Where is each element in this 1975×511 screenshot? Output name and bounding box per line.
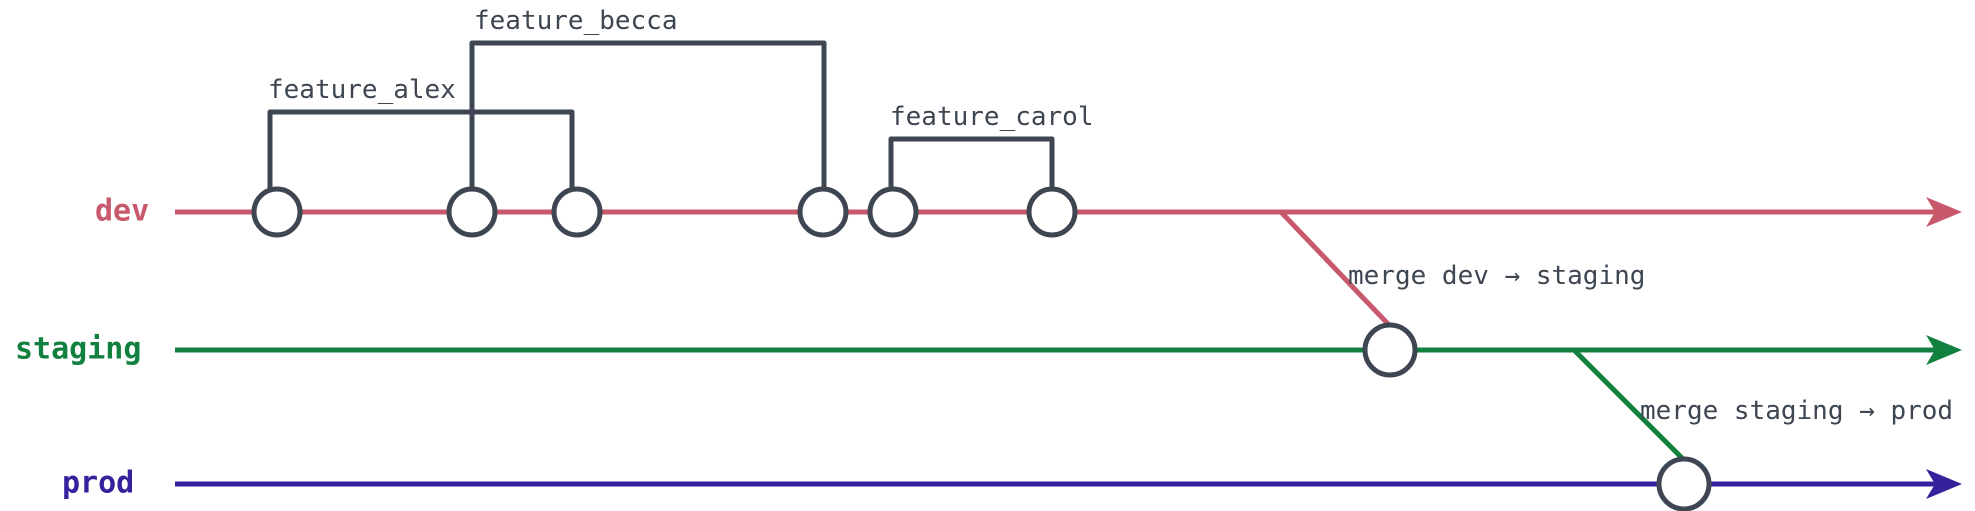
commit-node-dev-6[interactable] <box>1026 186 1078 238</box>
commit-node-prod-merge[interactable] <box>1656 456 1712 511</box>
arrowhead-prod <box>1926 469 1962 499</box>
feature-label-carol[interactable]: feature_carol <box>890 102 1094 132</box>
commit-node-dev-4[interactable] <box>797 186 849 238</box>
bracket-feature-alex[interactable] <box>267 109 575 199</box>
merge-line-staging-to-prod <box>1572 348 1686 462</box>
merge-line-dev-to-staging <box>1279 210 1392 328</box>
commit-node-dev-2[interactable] <box>446 186 498 238</box>
feature-brackets <box>267 40 1055 199</box>
lane-label-staging[interactable]: staging <box>15 332 141 367</box>
commit-node-staging-merge[interactable] <box>1362 322 1418 378</box>
arrowhead-staging <box>1926 335 1962 365</box>
bracket-feature-becca[interactable] <box>469 40 827 199</box>
merge-lines <box>1279 210 1686 462</box>
merge-label-staging-to-prod[interactable]: merge staging → prod <box>1640 396 1953 426</box>
lane-arrowheads <box>1926 197 1962 499</box>
commit-node-dev-5[interactable] <box>867 186 919 238</box>
commit-node-dev-3[interactable] <box>551 186 603 238</box>
commit-nodes <box>251 186 1712 511</box>
feature-label-becca[interactable]: feature_becca <box>474 6 678 36</box>
bracket-feature-carol[interactable] <box>888 136 1055 199</box>
feature-label-alex[interactable]: feature_alex <box>268 75 456 105</box>
merge-label-dev-to-staging[interactable]: merge dev → staging <box>1348 261 1645 291</box>
lane-label-dev[interactable]: dev <box>95 194 149 229</box>
arrowhead-dev <box>1926 197 1962 227</box>
lane-label-prod[interactable]: prod <box>62 466 134 501</box>
feature-labels: feature_alex feature_becca feature_carol <box>268 6 1094 132</box>
lane-lines <box>175 209 1940 487</box>
commit-node-dev-1[interactable] <box>251 186 303 238</box>
merge-labels: merge dev → staging merge staging → prod <box>1348 261 1953 426</box>
lane-labels: dev staging prod <box>15 194 149 501</box>
